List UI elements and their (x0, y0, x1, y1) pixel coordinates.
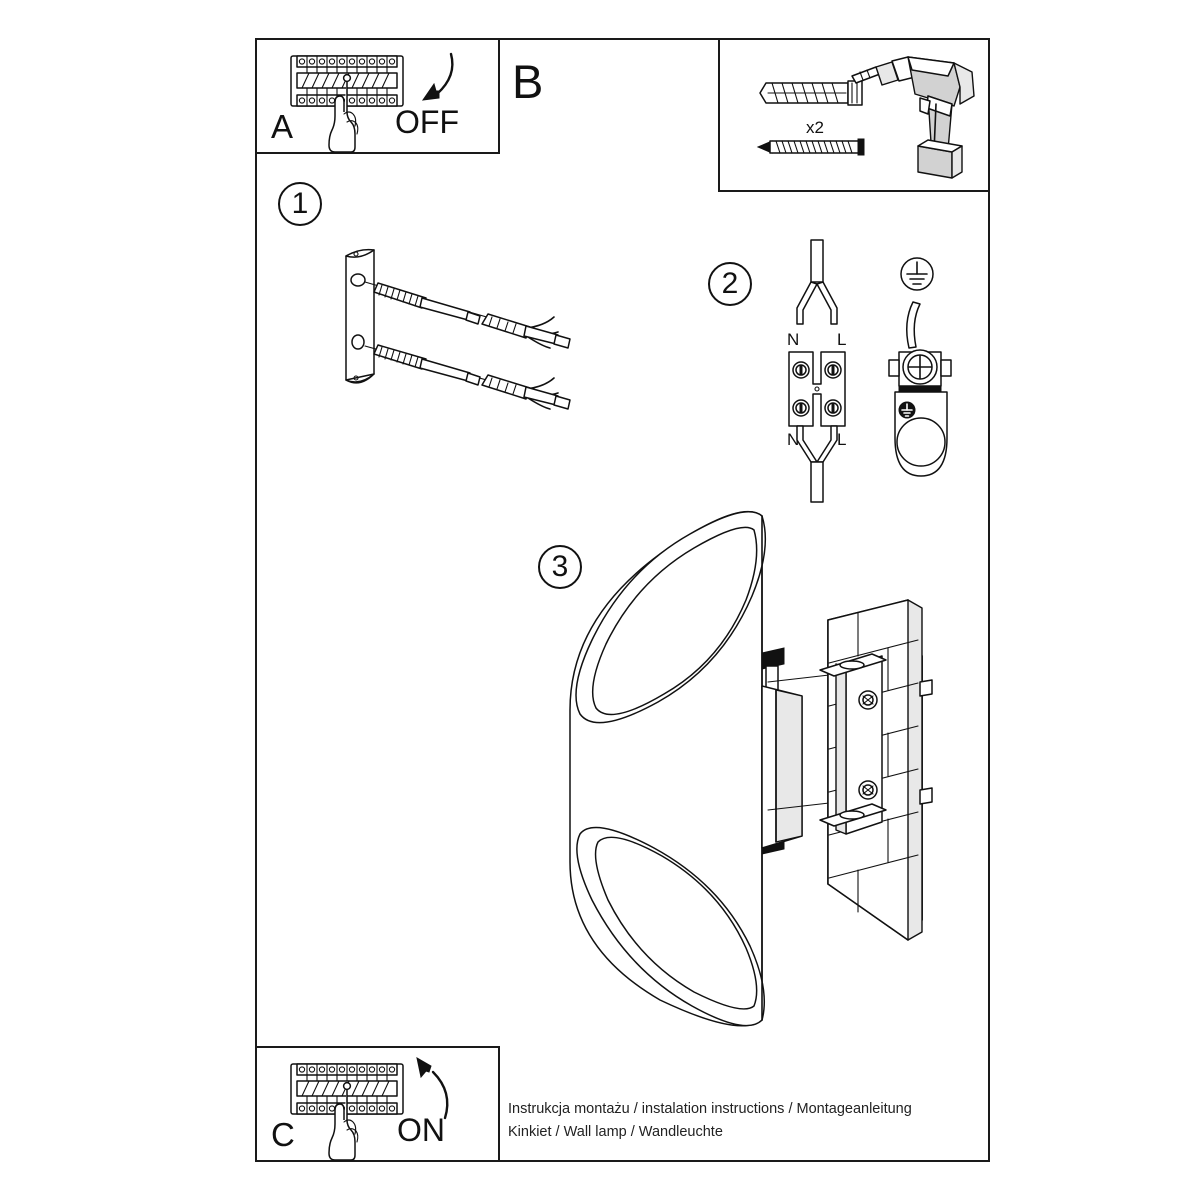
step-3-number: 3 (538, 545, 582, 589)
wood-screw-icon (756, 136, 871, 158)
step-3-lamp-on-wall-icon (540, 500, 960, 1060)
panel-a-letter: A (271, 108, 294, 145)
panel-c-power-on: C (255, 1046, 500, 1162)
step-1-number-text: 1 (291, 187, 309, 220)
step-3-number-text: 3 (551, 550, 569, 583)
panel-c-action-label: ON (397, 1112, 445, 1148)
terminal-label-bottom-n: N (787, 430, 799, 449)
step-2-terminal-block-icon: N L N L (775, 239, 895, 505)
step-1-number: 1 (278, 182, 322, 226)
panel-c-letter: C (271, 1116, 295, 1153)
caption-line-1: Instrukcja montażu / instalation instruc… (508, 1101, 912, 1117)
terminal-label-top-n: N (787, 330, 799, 349)
circuit-breaker-panel-icon-a (285, 48, 415, 153)
section-letter-b: B (512, 55, 544, 108)
step-2-number-text: 2 (721, 267, 739, 300)
panel-a-power-off: A (255, 38, 500, 154)
panel-a-action-label: OFF (395, 104, 459, 140)
power-drill-icon (848, 54, 983, 182)
panel-b-tools-and-parts: x2 (718, 38, 990, 192)
arrow-off-icon (399, 50, 469, 116)
terminal-label-bottom-l: L (837, 430, 846, 449)
wall-plug-anchor-icon (756, 76, 866, 110)
circuit-breaker-panel-icon-c (285, 1056, 415, 1161)
terminal-label-top-l: L (837, 330, 846, 349)
caption-block: Instrukcja montażu / instalation instruc… (508, 1098, 978, 1145)
step-1-bracket-and-screws-icon (330, 238, 650, 418)
step-2-earth-terminal-icon (885, 252, 990, 487)
arrow-on-icon (397, 1056, 467, 1126)
caption-line-2: Kinkiet / Wall lamp / Wandleuchte (508, 1124, 723, 1141)
anchor-quantity-label: x2 (806, 118, 824, 137)
step-2-number: 2 (708, 262, 752, 306)
